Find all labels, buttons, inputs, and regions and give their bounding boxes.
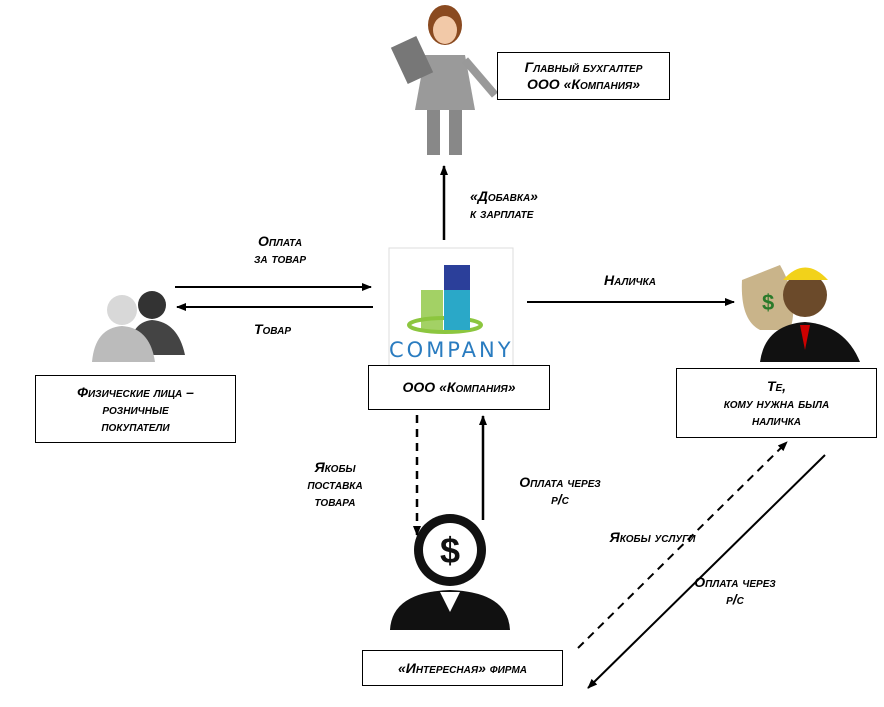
company-box: ООО «Компания» [368,365,550,410]
label-line: Оплата через [519,474,601,490]
buyers-line: розничные [102,400,169,417]
label-line: р/с [726,591,744,607]
label-line: «Добавка» [470,188,538,204]
label-bonus: «Добавка»к зарплате [470,188,538,222]
accountant-company: ООО «Компания» [527,76,640,92]
arrow-payment-from-receivers [587,454,826,689]
accountant-icon [390,5,499,155]
buyers-line: Физические лица – [77,383,194,400]
label-line: Оплата [257,233,303,249]
shell-firm-label: «Интересная» фирма [397,659,528,676]
shell-firm-box: «Интересная» фирма [362,650,563,686]
svg-text:$: $ [762,290,774,315]
label-line: к зарплате [470,205,534,221]
cash-receiver-icon: $ [741,265,860,362]
label-goods: Товар [253,321,292,337]
label-cash: Наличка [604,272,656,288]
buyers-line: покупатели [101,417,170,434]
buyers-icon [92,291,185,362]
label-line: поставка [307,476,363,492]
svg-text:$: $ [440,530,460,571]
receivers-line: Те, [766,377,787,394]
label-line: за товар [253,250,307,266]
receivers-line: наличка [751,411,802,428]
receivers-line: кому нужна была [723,394,830,411]
company-logo-text: COMPANY [389,338,514,362]
label-line: р/с [551,491,569,507]
company-label: ООО «Компания» [402,379,516,395]
label-line: Якобы [314,459,356,475]
label-line: Оплата через [694,574,776,590]
shell-firm-icon: $ [390,514,510,630]
arrow-fake-services [577,441,788,649]
label-line: товара [314,493,356,509]
label-fake-services: Якобы услуги [609,529,696,545]
company-logo [388,247,514,371]
accountant-title: Главный бухгалтер [524,59,643,75]
